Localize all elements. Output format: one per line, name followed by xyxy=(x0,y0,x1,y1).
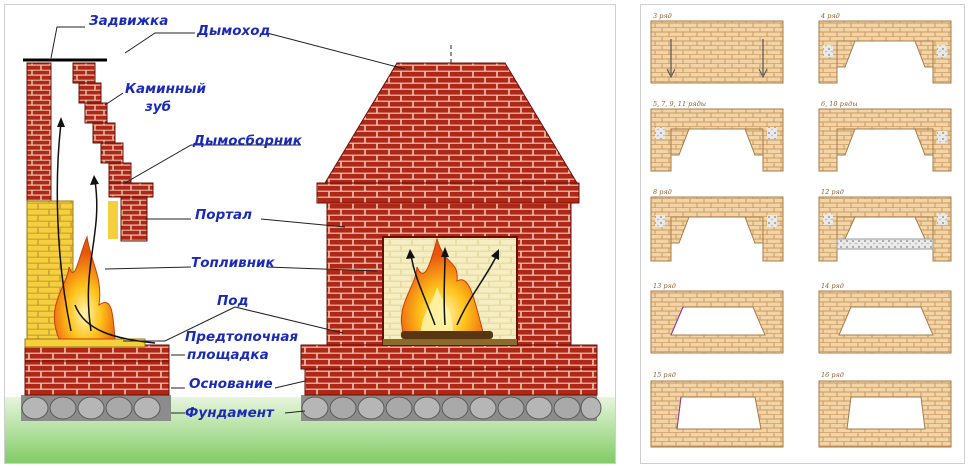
label-osnovanie: Основание xyxy=(189,376,273,392)
label-kaminny-zub-1: Каминный xyxy=(125,81,207,97)
label-fundament: Фундамент xyxy=(185,405,275,421)
plan-rows-6-10 xyxy=(818,108,952,172)
plan-label-row-4: 4 ряд xyxy=(820,12,840,20)
plan-row-13 xyxy=(650,290,784,354)
label-predtopochnaya-2: площадка xyxy=(187,347,269,363)
plan-row-15 xyxy=(650,380,784,448)
plan-row-8 xyxy=(650,196,784,262)
label-portal: Портал xyxy=(195,207,252,223)
plan-label-row-15: 15 ряд xyxy=(653,371,676,379)
plan-label-rows-6-10: 6, 10 ряды xyxy=(821,100,857,108)
plan-label-row-14: 14 ряд xyxy=(821,282,844,290)
label-predtopochnaya-1: Предтопочная xyxy=(185,329,298,345)
label-zadvizhka: Задвижка xyxy=(89,13,168,29)
plan-label-row-13: 13 ряд xyxy=(653,282,676,290)
plan-label-row-8: 8 ряд xyxy=(653,188,672,196)
label-pod: Под xyxy=(217,293,248,309)
label-toplivnik: Топливник xyxy=(191,255,275,271)
plan-label-rows-5-7-9-11: 5, 7, 9, 11 ряды xyxy=(653,100,706,108)
fireplace-front xyxy=(300,45,598,396)
plan-label-row-16: 16 ряд xyxy=(821,371,844,379)
masonry-plans: 3 ряд 4 ряд 5, 7, 9, 11 ряды 6, 10 ряды … xyxy=(650,12,952,448)
foundation-stones xyxy=(21,395,602,421)
fireplace-diagram: Задвижка Дымоход Каминный зуб Дымосборни… xyxy=(5,13,615,463)
label-kaminny-zub-2: зуб xyxy=(144,99,171,115)
plan-row-14 xyxy=(818,290,952,354)
fireplace-diagram-panel: Задвижка Дымоход Каминный зуб Дымосборни… xyxy=(4,4,616,464)
plan-row-3 xyxy=(650,20,784,84)
plan-row-12 xyxy=(818,196,952,262)
masonry-plans-panel: 3 ряд 4 ряд 5, 7, 9, 11 ряды 6, 10 ряды … xyxy=(640,4,965,464)
label-dymosbornik: Дымосборник xyxy=(192,133,303,149)
label-dymohod: Дымоход xyxy=(196,23,270,39)
plan-label-row-12: 12 ряд xyxy=(821,188,844,196)
plan-rows-5-7-9-11 xyxy=(650,108,784,172)
plan-row-4 xyxy=(818,20,952,84)
plan-row-16 xyxy=(818,380,952,448)
plan-label-row-3: 3 ряд xyxy=(653,12,672,20)
fireplace-section xyxy=(23,58,170,396)
leader-lines xyxy=(50,26,406,414)
